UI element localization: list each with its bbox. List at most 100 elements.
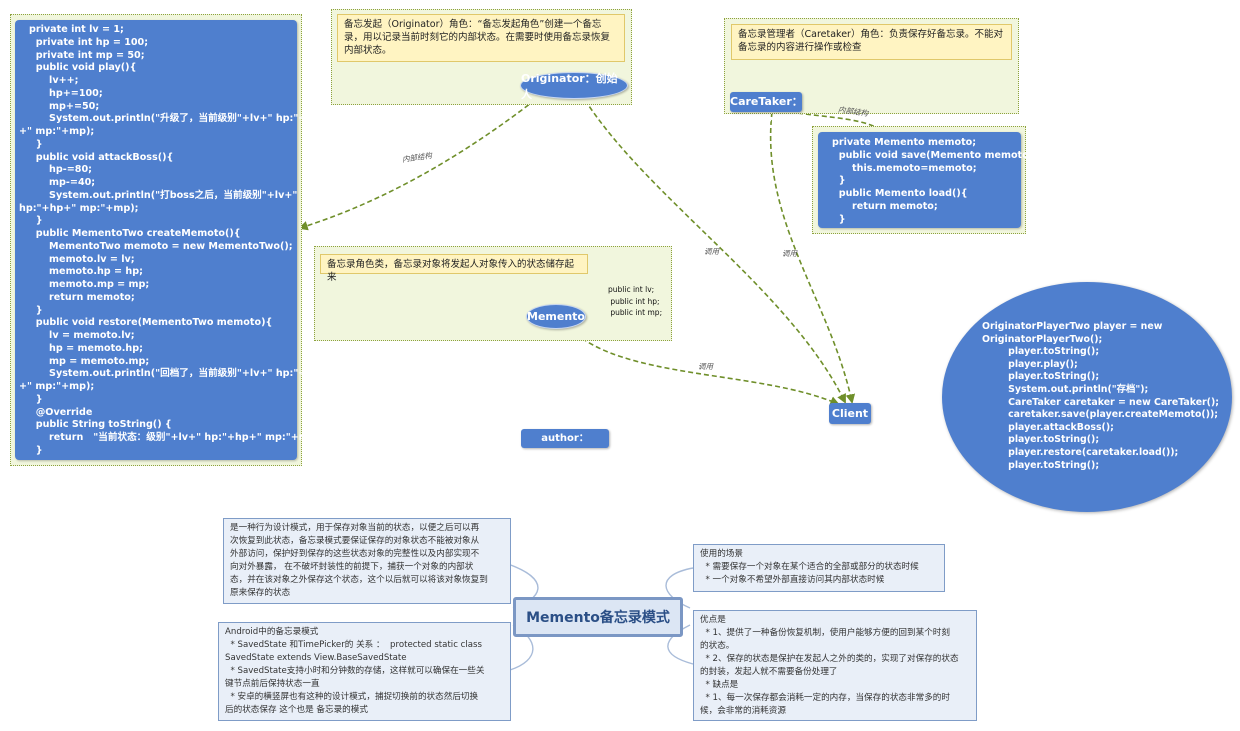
text-line: * SavedState支持小时和分钟数的存储，这样就可以确保在一些关 — [225, 666, 485, 676]
mindmap-scene-lines: 使用的场景 * 需要保存一个对象在某个适合的全部或部分的状态时候 * 一个对象不… — [700, 548, 938, 587]
code-line: return "当前状态：级别"+lv+" hp:"+hp+" mp:"+mp; — [19, 432, 320, 443]
code-line: player.restore(caretaker.load()); — [982, 446, 1179, 458]
text-line: SavedState extends View.BaseSavedState — [225, 653, 407, 663]
mindmap-definition-lines: 是一种行为设计模式，用于保存对象当前的状态，以便之后可以再次恢复到此状态，备忘录… — [230, 522, 504, 600]
mindmap-center-node[interactable]: Memento备忘录模式 — [513, 597, 683, 637]
text-line: 是一种行为设计模式，用于保存对象当前的状态，以便之后可以再 — [230, 523, 480, 533]
code-line: player.toString(); — [982, 434, 1100, 446]
originator-node[interactable]: Originator：创始人 — [520, 71, 628, 101]
memento-field-mp: public int mp; — [608, 308, 663, 317]
code-line: player.toString(); — [982, 459, 1100, 471]
edge-originator-client — [584, 99, 846, 404]
code-line: private Memento memoto; — [822, 137, 977, 148]
code-line: } — [19, 444, 43, 456]
text-line: * 一个对象不希望外部直接访问其内部状态时候 — [700, 575, 885, 585]
memento-node[interactable]: Memento — [526, 304, 586, 329]
code-line: return memoto; — [822, 200, 938, 212]
text-line: 候，会非常的消耗资源 — [700, 706, 786, 716]
code-line: private int hp = 100; — [19, 36, 149, 48]
code-line: player.attackBoss(); — [982, 421, 1114, 433]
code-line: lv++; — [19, 75, 79, 86]
caretaker-code-block: private Memento memoto; public void save… — [818, 132, 1040, 228]
mindmap-proscons-box: 优点是 * 1、提供了一种备份恢复机制，使用户能够方便的回到某个时刻的状态。 *… — [693, 610, 977, 721]
memento-callout-text: 备忘录角色类，备忘录对象将发起人对象传入的状态储存起来 — [327, 259, 575, 283]
client-node[interactable]: Client — [829, 403, 871, 424]
memento-field-lv: public int lv; — [608, 285, 655, 294]
edge-caretaker-client — [769, 111, 856, 404]
code-line: hp+=100; — [19, 87, 103, 99]
originator-code-lines: private int lv = 1; private int hp = 100… — [19, 24, 321, 458]
code-line: memoto.lv = lv; — [19, 253, 135, 265]
text-line: 外部访问，保护好到保存的这些状态对象的完整性以及内部实现不 — [230, 549, 480, 559]
code-line: OriginatorPlayerTwo player = new — [982, 321, 1163, 332]
code-line: hp-=80; — [19, 164, 92, 176]
originator-callout: 备忘发起（Originator）角色：“备忘发起角色”创建一个备忘录，用以记录当… — [337, 14, 625, 62]
code-line: } — [19, 215, 43, 227]
memento-callout: 备忘录角色类，备忘录对象将发起人对象传入的状态储存起来 — [320, 254, 588, 283]
text-line: * SavedState 和TimePicker的 关系 ： protected… — [225, 640, 482, 650]
mindmap-center-label: Memento备忘录模式 — [526, 610, 670, 626]
code-line: public void save(Memento memoto){ — [822, 149, 1040, 161]
mindmap-scene-box: 使用的场景 * 需要保存一个对象在某个适合的全部或部分的状态时候 * 一个对象不… — [693, 544, 945, 592]
text-line: 使用的场景 — [700, 549, 743, 559]
code-line: System.out.println("回档了，当前级别"+lv+" hp:"+… — [19, 368, 321, 380]
code-line: mp-=40; — [19, 177, 96, 188]
memento-fields: public int lv; public int hp; public int… — [608, 284, 672, 319]
text-line: 原来保存的状态 — [230, 588, 291, 598]
code-line: caretaker.save(player.createMemoto()); — [982, 409, 1219, 421]
mindmap-definition-box: 是一种行为设计模式，用于保存对象当前的状态，以便之后可以再次恢复到此状态，备忘录… — [223, 518, 511, 604]
caretaker-node[interactable]: CareTaker：看守人 — [730, 92, 803, 128]
code-line: } — [19, 393, 43, 405]
text-line: * 缺点是 — [700, 680, 739, 690]
code-line: +" mp:"+mp); — [19, 381, 95, 392]
text-line: 后的状态保存 这个也是 备忘录的模式 — [225, 705, 368, 715]
code-line: memoto.mp = mp; — [19, 279, 150, 290]
code-line: public MementoTwo createMemoto(){ — [19, 228, 241, 239]
text-line: * 2、保存的状态是保护在发起人之外的类的，实现了对保存的状态 — [700, 654, 959, 664]
memento-field-hp: public int hp; — [608, 296, 660, 306]
client-node-label: Client — [831, 407, 869, 420]
code-line: System.out.println("存档"); — [982, 383, 1149, 395]
author-label: author：shiming — [541, 433, 589, 463]
code-line: this.memoto=memoto; — [822, 162, 977, 174]
code-line: hp:"+hp+" mp:"+mp); — [19, 202, 139, 214]
text-line: Android中的备忘录模式 — [225, 627, 319, 637]
text-line: 态，并在该对象之外保存这个状态，这个以后就可以将该对象恢复到 — [230, 575, 488, 585]
caretaker-callout: 备忘录管理者（Caretaker）角色：负责保存好备忘录。不能对备忘录的内容进行… — [731, 24, 1012, 60]
code-line: CareTaker caretaker = new CareTaker(); — [982, 396, 1219, 408]
text-line: 优点是 — [700, 615, 726, 625]
caretaker-node-label: CareTaker：看守人 — [730, 95, 803, 128]
text-line: * 需要保存一个对象在某个适合的全部或部分的状态时候 — [700, 562, 919, 572]
memento-node-label: Memento — [527, 310, 585, 323]
code-line: public String toString() { — [19, 419, 172, 431]
code-line: } — [822, 175, 846, 187]
code-line: System.out.println("升级了，当前级别"+lv+" hp:"+… — [19, 113, 321, 125]
code-line: public void attackBoss(){ — [19, 151, 174, 163]
code-line: mp = memoto.mp; — [19, 355, 150, 367]
caretaker-callout-text: 备忘录管理者（Caretaker）角色：负责保存好备忘录。不能对备忘录的内容进行… — [738, 29, 1003, 53]
originator-node-label: Originator：创始人 — [521, 71, 618, 101]
text-line: 键节点前后保持状态一直 — [225, 679, 320, 689]
code-line: lv = memoto.lv; — [19, 330, 135, 341]
text-line: * 1、每一次保存都会消耗一定的内存，当保存的状态非常多的时 — [700, 693, 950, 703]
code-line: hp = memoto.hp; — [19, 342, 143, 354]
caretaker-code-lines: private Memento memoto; public void save… — [822, 137, 1040, 227]
code-line: return memoto; — [19, 291, 135, 303]
code-line: player.toString(); — [982, 371, 1100, 383]
code-line: memoto.hp = hp; — [19, 266, 143, 278]
code-line: @Override — [19, 406, 93, 418]
code-line: +" mp:"+mp); — [19, 126, 95, 137]
code-line: } — [822, 213, 846, 225]
code-line: } — [19, 138, 43, 150]
text-line: 的封装，发起人就不需要备份处理了 — [700, 667, 838, 677]
client-code-ellipse — [942, 282, 1232, 512]
text-line: * 1、提供了一种备份恢复机制，使用户能够方便的回到某个时刻 — [700, 628, 950, 638]
code-line: public void restore(MementoTwo memoto){ — [19, 317, 273, 329]
code-line: MementoTwo memoto = new MementoTwo(); — [19, 240, 293, 252]
originator-callout-text: 备忘发起（Originator）角色：“备忘发起角色”创建一个备忘录，用以记录当… — [344, 19, 611, 56]
originator-code-block: private int lv = 1; private int hp = 100… — [15, 20, 321, 460]
code-line: public void play(){ — [19, 62, 137, 74]
code-line: OriginatorPlayerTwo(); — [982, 333, 1103, 345]
